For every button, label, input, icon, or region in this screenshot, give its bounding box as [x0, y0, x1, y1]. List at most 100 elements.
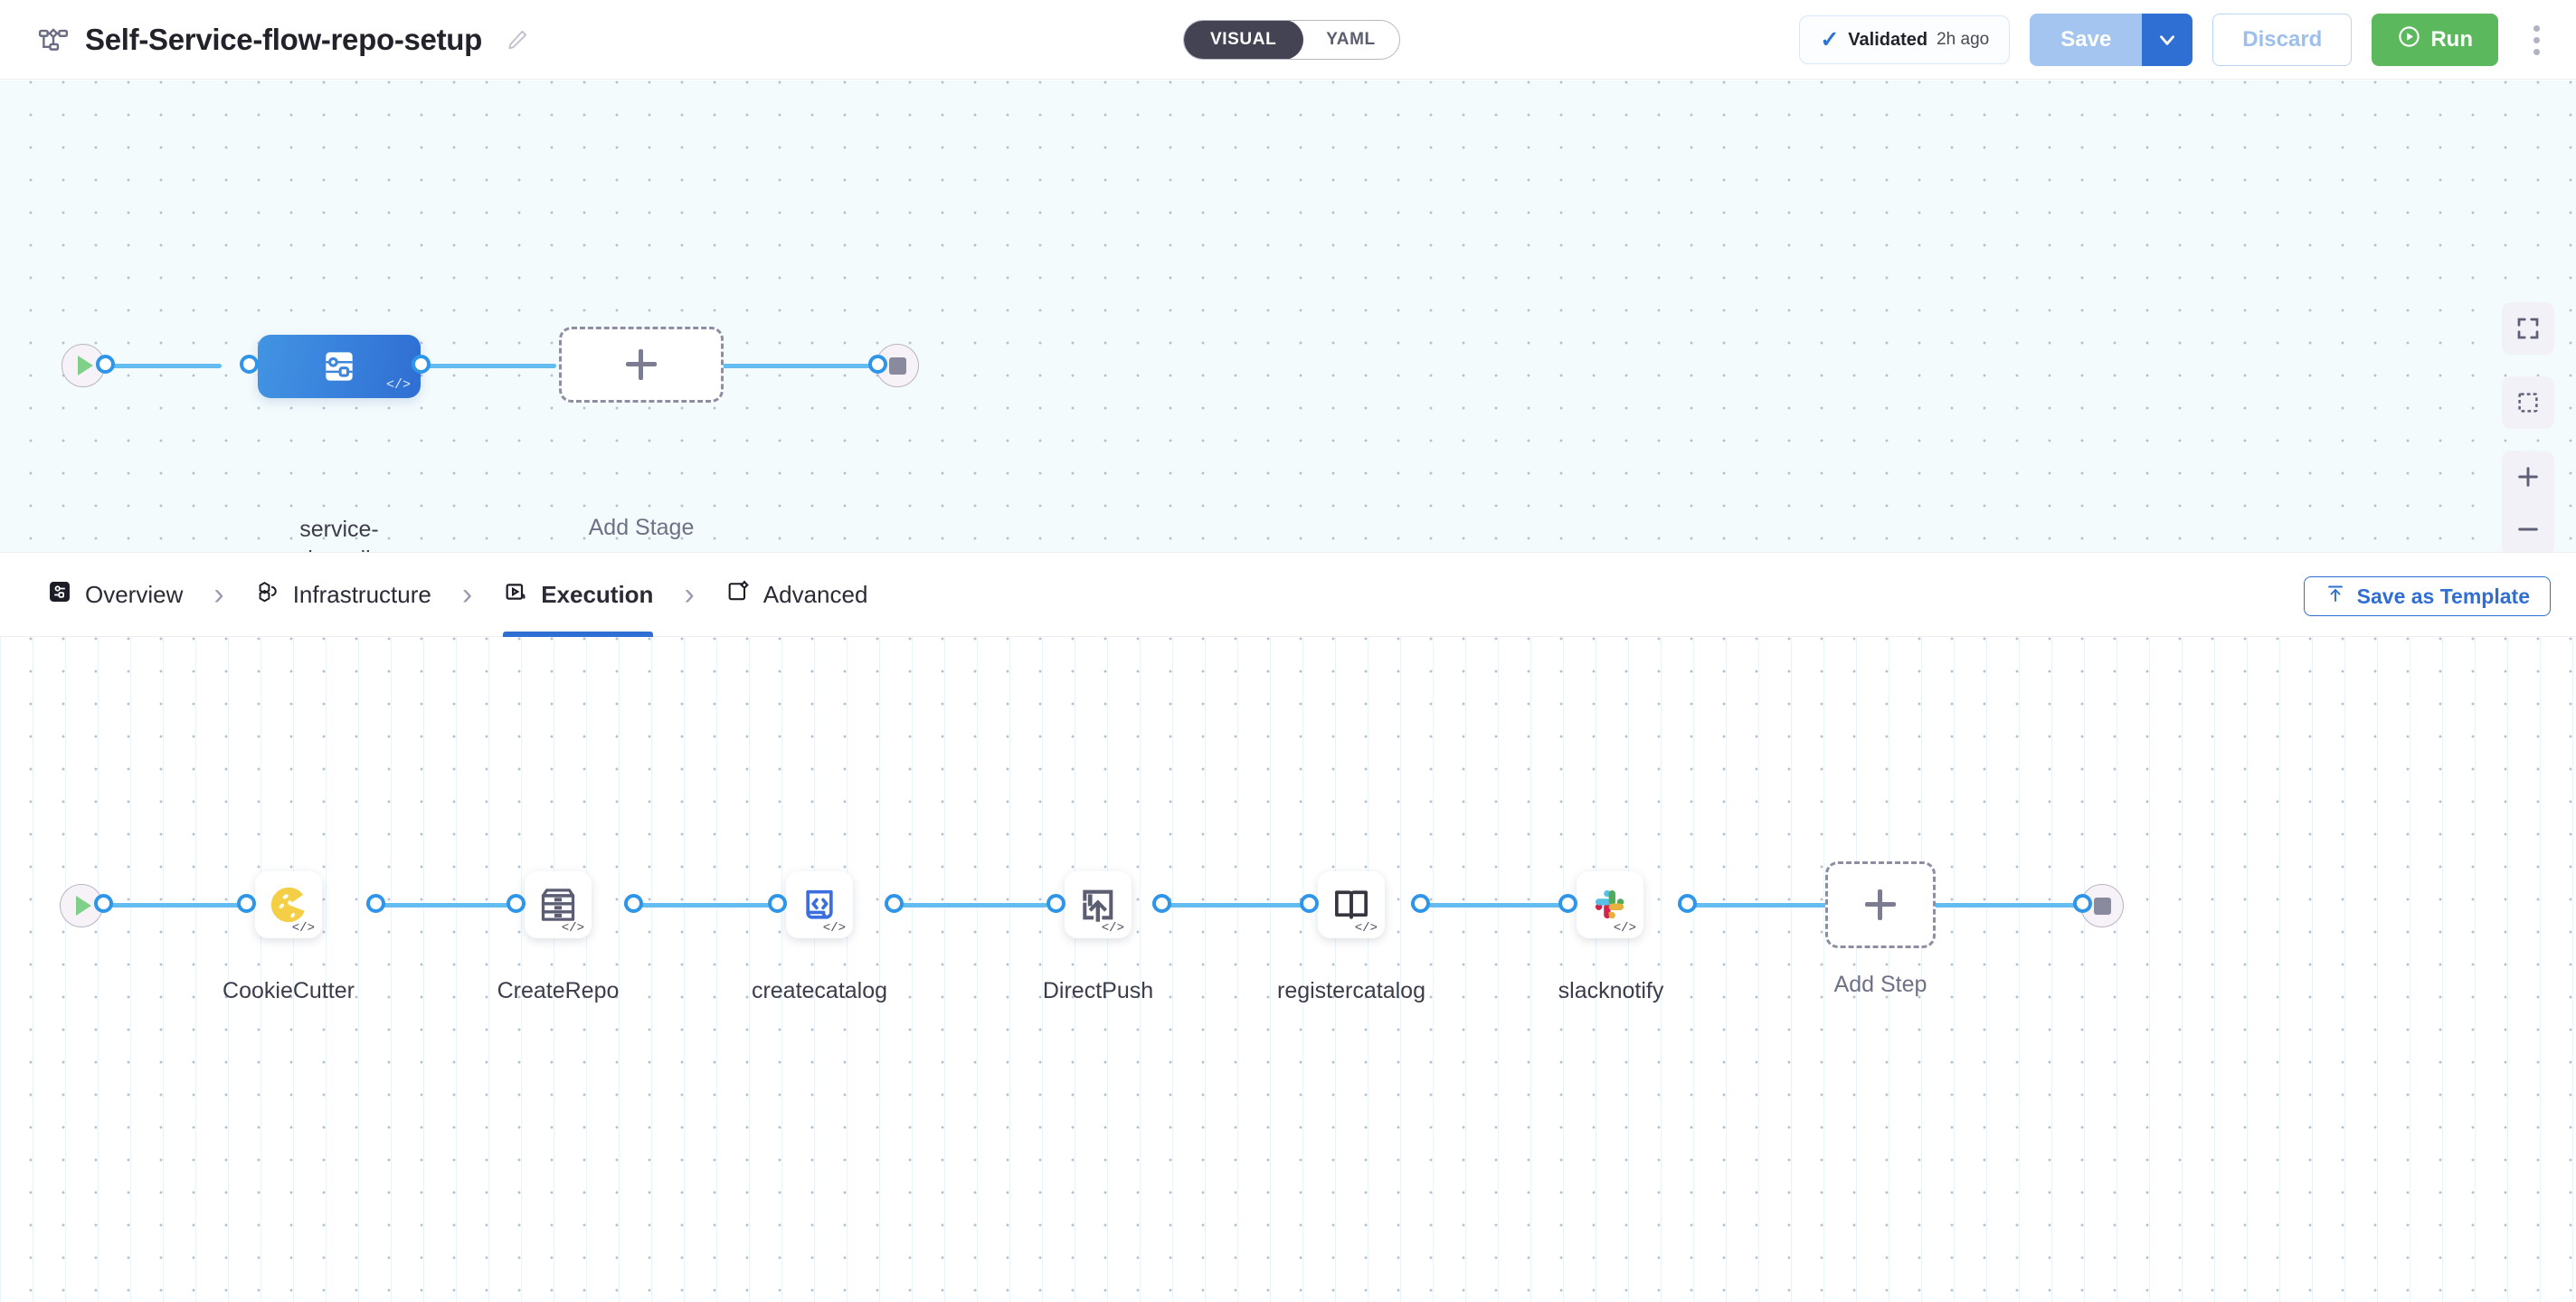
tab-infrastructure-label: Infrastructure: [292, 580, 431, 608]
book-icon: [1335, 890, 1368, 919]
plus-icon: [626, 349, 657, 380]
code-badge: </>: [291, 921, 315, 936]
fit-to-screen-button[interactable]: [2502, 302, 2554, 355]
advanced-icon: [725, 579, 751, 611]
tab-infrastructure[interactable]: Infrastructure: [255, 552, 431, 637]
edge-start-to-stage: [109, 364, 222, 368]
zoom-in-button[interactable]: [2502, 451, 2554, 503]
push-upload-icon: [1083, 889, 1113, 922]
tab-separator: ›: [213, 577, 224, 612]
stage-config-tabs[interactable]: Overview › Infrastructure › Execution ›: [0, 552, 2576, 637]
step-5-output-port[interactable]: [1411, 894, 1430, 913]
archive-drawer-icon: [541, 889, 575, 921]
code-badge: </>: [1613, 921, 1636, 936]
save-button-group[interactable]: Save: [2030, 14, 2193, 66]
tab-execution-label: Execution: [541, 580, 654, 608]
step-node-cookiecutter[interactable]: </>: [255, 871, 322, 938]
step-2-output-port[interactable]: [624, 894, 643, 913]
edit-pencil-icon[interactable]: [506, 28, 529, 52]
play-circle-icon: [2397, 24, 2421, 55]
mode-yaml-option[interactable]: YAML: [1326, 30, 1376, 49]
code-badge: </>: [561, 921, 584, 936]
step-node-label: DirectPush: [1042, 978, 1154, 1003]
check-icon: ✓: [1820, 26, 1840, 52]
upload-template-icon: [2325, 583, 2346, 610]
page-title: Self-Service-flow-repo-setup: [85, 22, 483, 56]
stage-node-service-onboarding[interactable]: </>: [258, 335, 421, 398]
zoom-out-button[interactable]: [2502, 503, 2554, 552]
execution-icon: [503, 579, 528, 611]
edge-step-1-to-2: [366, 903, 516, 908]
steps-canvas[interactable]: </> CookieCutter </> CreateRepo </> crea…: [0, 637, 2576, 1302]
stage-node-label: service- onboarding: [282, 517, 395, 552]
save-as-template-label: Save as Template: [2356, 584, 2530, 608]
step-4-input-port[interactable]: [1046, 894, 1065, 913]
save-button[interactable]: Save: [2030, 14, 2143, 66]
steps-end-node[interactable]: [2080, 884, 2124, 927]
step-6-input-port[interactable]: [1558, 894, 1577, 913]
canvas-controls[interactable]: [2502, 302, 2554, 552]
validated-time: 2h ago: [1937, 30, 1990, 49]
step-2-input-port[interactable]: [507, 894, 526, 913]
selection-box-button[interactable]: [2502, 376, 2554, 429]
overview-icon: [47, 579, 72, 611]
start-output-port[interactable]: [96, 355, 115, 374]
play-icon: [76, 896, 91, 916]
end-input-port[interactable]: [868, 355, 887, 374]
step-6-output-port[interactable]: [1678, 894, 1697, 913]
edge-start-to-step-1: [107, 903, 247, 908]
step-node-createrepo[interactable]: </>: [525, 871, 592, 938]
add-step-button[interactable]: [1825, 861, 1936, 948]
run-button[interactable]: Run: [2372, 14, 2498, 66]
step-4-output-port[interactable]: [1152, 894, 1171, 913]
tab-execution[interactable]: Execution: [503, 552, 654, 637]
header-left-group: Self-Service-flow-repo-setup: [0, 23, 529, 57]
step-node-slacknotify[interactable]: </>: [1577, 871, 1643, 938]
code-badge: </>: [1101, 921, 1124, 936]
step-3-output-port[interactable]: [885, 894, 904, 913]
step-5-input-port[interactable]: [1300, 894, 1319, 913]
step-node-registercatalog[interactable]: </>: [1318, 871, 1385, 938]
edge-step-4-to-5: [1152, 903, 1311, 908]
stage-canvas[interactable]: </> service- onboarding Add Stage: [0, 81, 2576, 552]
plus-icon: [1865, 889, 1896, 920]
code-document-icon: [806, 889, 833, 919]
step-3-input-port[interactable]: [768, 894, 787, 913]
mode-visual-option[interactable]: VISUAL: [1183, 21, 1304, 59]
step-1-output-port[interactable]: [366, 894, 385, 913]
marquee-select-icon: [2518, 393, 2538, 413]
discard-button[interactable]: Discard: [2212, 14, 2353, 66]
edge-add-to-end: [1931, 903, 2085, 908]
start-output-port[interactable]: [94, 894, 113, 913]
step-node-createcatalog[interactable]: </>: [786, 871, 853, 938]
deployment-stage-icon: [326, 352, 353, 381]
edge-add-to-end: [719, 364, 886, 368]
slack-icon: [1595, 889, 1624, 919]
tab-advanced-label: Advanced: [762, 580, 868, 608]
cookie-icon: [270, 887, 305, 923]
zoom-controls[interactable]: [2502, 451, 2554, 552]
more-vertical-icon[interactable]: [2518, 14, 2554, 66]
view-mode-toggle[interactable]: VISUAL YAML: [1183, 20, 1400, 60]
stage-output-port[interactable]: [412, 355, 431, 374]
tab-overview-label: Overview: [85, 580, 184, 608]
header-actions: ✓ Validated 2h ago Save Discard Run: [1799, 0, 2576, 80]
run-label: Run: [2430, 27, 2473, 52]
tab-overview[interactable]: Overview: [47, 552, 183, 637]
tab-advanced[interactable]: Advanced: [725, 552, 868, 637]
add-stage-button[interactable]: [559, 327, 724, 403]
edge-step-2-to-3: [624, 903, 778, 908]
add-stage-label: Add Stage: [588, 515, 695, 540]
stage-input-port[interactable]: [240, 355, 259, 374]
save-as-template-button[interactable]: Save as Template: [2303, 576, 2551, 616]
plus-icon: [2518, 467, 2538, 487]
step-node-label: createcatalog: [751, 978, 888, 1003]
save-dropdown-button[interactable]: [2142, 14, 2193, 66]
add-step-label: Add Step: [1833, 972, 1927, 997]
step-node-directpush[interactable]: </>: [1065, 871, 1132, 938]
pipeline-icon: [38, 24, 69, 55]
end-input-port[interactable]: [2073, 894, 2092, 913]
tab-separator: ›: [684, 577, 695, 612]
step-1-input-port[interactable]: [237, 894, 256, 913]
step-node-label: registercatalog: [1277, 978, 1425, 1003]
